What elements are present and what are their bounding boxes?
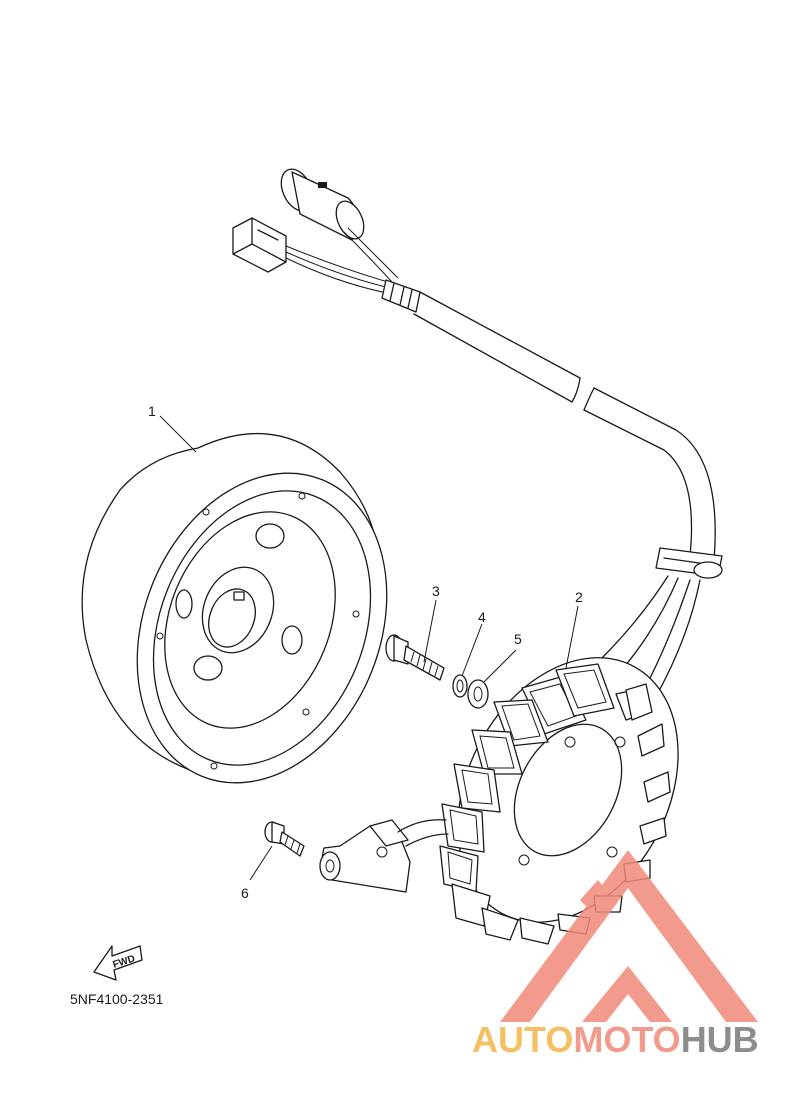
grommet-icon <box>655 547 723 579</box>
callout-4: 4 <box>478 609 486 625</box>
automotohub-logo-icon <box>500 850 758 1022</box>
watermark-moto: MOTO <box>573 1019 680 1060</box>
callout-2: 2 <box>575 589 583 605</box>
callout-5: 5 <box>514 631 522 647</box>
diagram-code: 5NF4100-2351 <box>70 991 164 1007</box>
callout-1: 1 <box>148 403 156 419</box>
screw-part-6 <box>264 821 305 857</box>
automotohub-watermark: AUTOMOTOHUB <box>472 850 759 1060</box>
watermark-hub: HUB <box>681 1019 759 1060</box>
wiring-harness <box>232 168 723 701</box>
svg-text:AUTOMOTOHUB: AUTOMOTOHUB <box>472 1019 759 1060</box>
round-connector-icon <box>280 168 365 241</box>
plain-washer-part-5 <box>467 679 489 709</box>
flywheel-rotor <box>81 432 388 784</box>
callout-3: 3 <box>432 583 440 599</box>
watermark-auto: AUTO <box>472 1019 573 1060</box>
callout-6: 6 <box>241 885 249 901</box>
clamp-bracket <box>319 819 449 893</box>
bolt-part-3 <box>385 634 445 681</box>
fwd-arrow-icon: FWD <box>93 945 143 981</box>
rect-connector-icon <box>232 217 287 273</box>
leader-lines <box>159 415 579 881</box>
lock-washer-part-4 <box>452 674 468 698</box>
stator-assembly-part-2 <box>439 657 679 945</box>
